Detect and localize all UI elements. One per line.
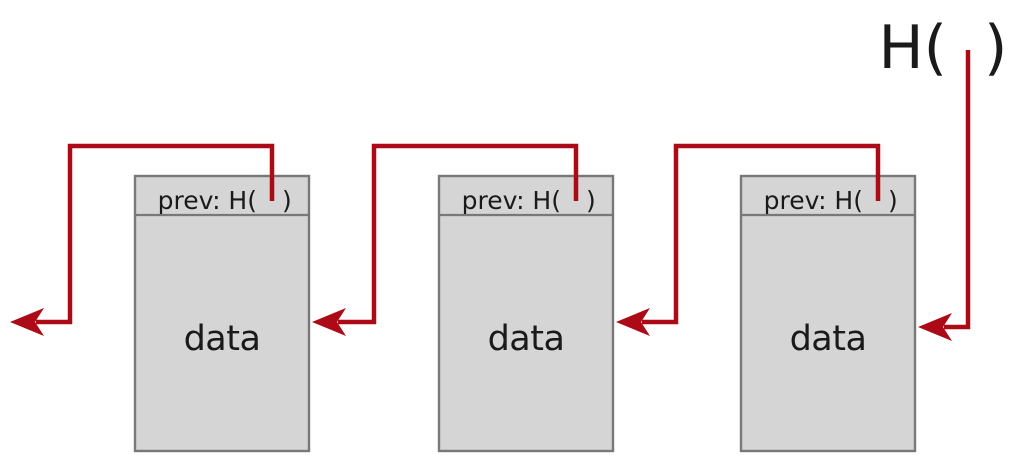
block-header-paren-close: ): [586, 186, 596, 215]
block-box: [133, 174, 311, 453]
arrow-line: [642, 143, 881, 325]
block-box: [437, 174, 615, 453]
prev-pointer-arrow-3: [616, 143, 881, 336]
block-header-label: prev: H(: [158, 186, 257, 215]
block-header-paren-close: ): [888, 186, 898, 215]
arrow-line: [944, 50, 971, 330]
hash-label-close: ): [984, 13, 1007, 83]
arrow-line: [36, 143, 275, 325]
prev-pointer-arrow-1: [10, 143, 275, 336]
block-header-label: prev: H(: [462, 186, 561, 215]
block-box: [739, 174, 917, 453]
prev-pointer-arrow-2: [312, 143, 579, 336]
block-header-label: prev: H(: [764, 186, 863, 215]
arrowhead-left-icon: [616, 308, 650, 336]
arrowhead-left-icon: [312, 308, 346, 336]
arrowhead-left-icon: [10, 308, 44, 336]
block-data-label: data: [184, 319, 261, 359]
block-data-label: data: [790, 319, 867, 359]
genesis-hash-label: H( ): [878, 13, 1007, 83]
arrowhead-left-icon: [918, 313, 952, 341]
block-3: prev: H( ) data: [739, 174, 917, 453]
block-header-paren-close: ): [282, 186, 292, 215]
arrow-line: [338, 143, 579, 325]
block-1: prev: H( ) data: [133, 174, 311, 453]
block-data-label: data: [488, 319, 565, 359]
block-2: prev: H( ) data: [437, 174, 615, 453]
hash-label-open: H(: [878, 13, 947, 83]
head-hash-pointer-arrow: [918, 50, 971, 341]
